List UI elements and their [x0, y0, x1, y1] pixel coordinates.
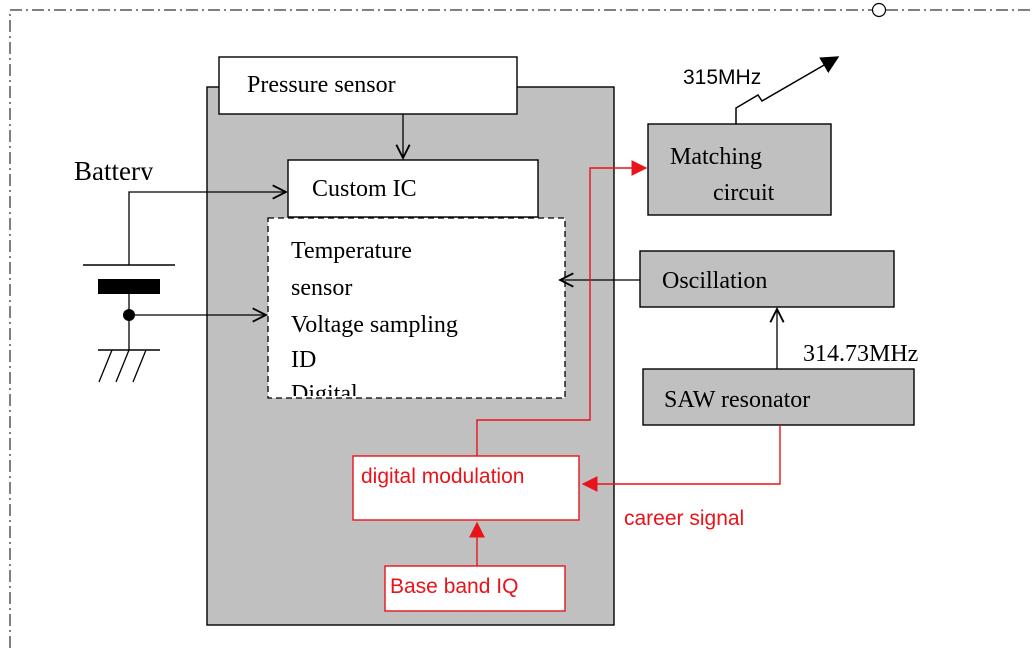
boundary-terminal-circle	[871, 2, 887, 18]
battery-to-ic-wire	[128, 192, 286, 265]
battery-label: Battery	[74, 158, 154, 180]
oscillation-label: Oscillation	[662, 268, 768, 294]
matching-circuit-box	[647, 123, 832, 216]
temperature-sensor-label-line1: Temperature	[291, 238, 412, 264]
temperature-sensor-label-line2: sensor	[291, 275, 353, 301]
custom-ic-label: Custom IC	[312, 176, 417, 202]
sensor-block-box	[267, 217, 566, 399]
custom-ic-box	[287, 159, 539, 218]
voltage-sampling-label: Voltage sampling	[291, 312, 458, 338]
pressure-sensor-label: Pressure sensor	[247, 72, 396, 98]
digital-modulation-box	[352, 455, 580, 521]
battery-plate-bottom	[98, 279, 160, 294]
matching-circuit-label-line2: circuit	[713, 180, 775, 206]
modulation-to-matching-path	[476, 160, 648, 456]
saw-resonator-label: SAW resonator	[664, 387, 811, 413]
career-signal-path	[581, 425, 781, 492]
base-band-iq-label: Base band IQ	[390, 575, 519, 598]
ground-hatch-2	[115, 349, 130, 383]
career-signal-label: career signal	[624, 507, 745, 530]
digital-label-clipped: Digital	[291, 381, 358, 396]
ground-hatch-1	[98, 349, 113, 383]
pressure-sensor-box	[218, 56, 518, 115]
outer-boundary-line	[9, 9, 872, 648]
oscillation-box	[639, 250, 895, 308]
frequency-315-label: 315MHz	[683, 66, 762, 89]
saw-resonator-box	[642, 368, 915, 426]
base-band-iq-box	[384, 565, 566, 612]
sensor-block-text: Temperature sensor Voltage sampling ID D…	[273, 220, 563, 396]
frequency-314-label: 314.73MHz	[803, 341, 919, 367]
digital-modulation-label: digital modulation	[361, 465, 525, 488]
id-label: ID	[291, 347, 317, 373]
antenna-line	[735, 56, 840, 124]
matching-circuit-label-line1: Matching	[670, 144, 762, 170]
ground-hatch-3	[132, 349, 147, 383]
